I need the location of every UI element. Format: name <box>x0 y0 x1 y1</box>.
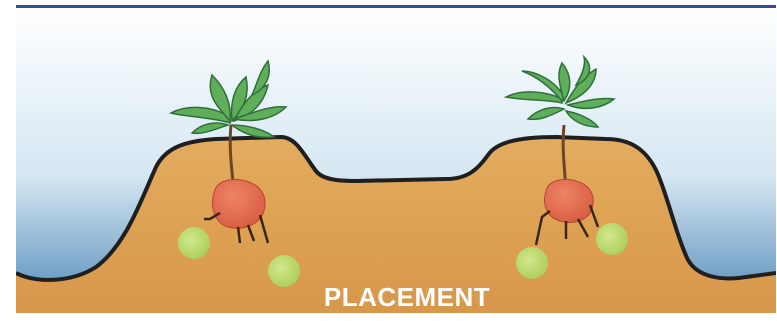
fertilizer-ball <box>596 223 628 255</box>
diagram-caption: PLACEMENT <box>16 282 776 313</box>
root-bulb <box>213 180 265 229</box>
fertilizer-ball <box>178 227 210 259</box>
fertilizer-ball <box>516 247 548 279</box>
diagram-frame: PLACEMENT <box>16 5 776 313</box>
placement-diagram <box>16 5 776 313</box>
root-bulb <box>545 179 594 222</box>
